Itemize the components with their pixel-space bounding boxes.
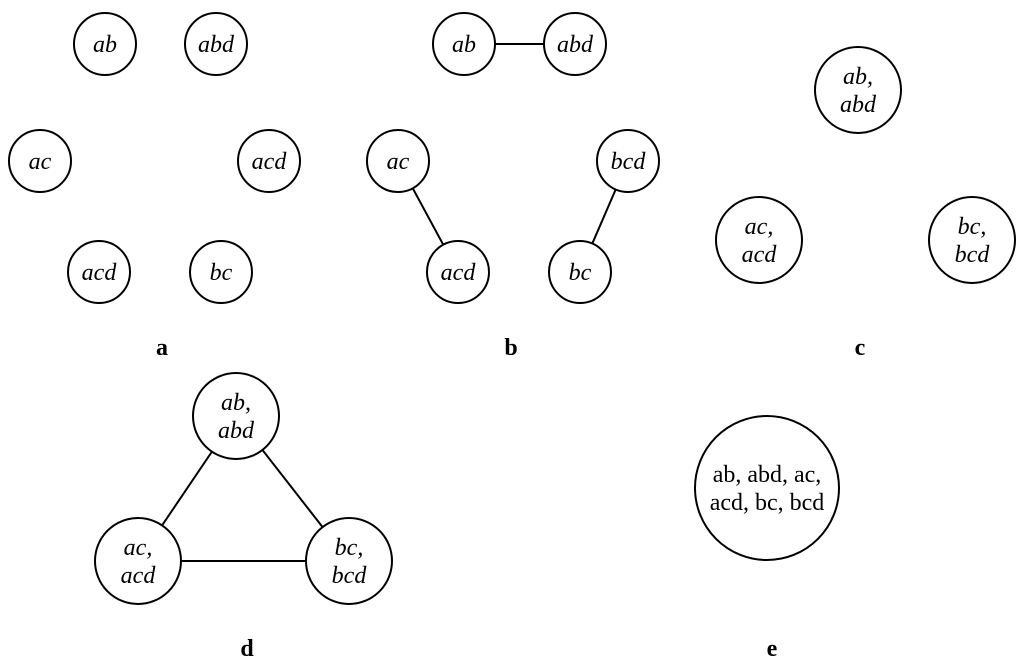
node-all: ab, abd, ac,acd, bc, bcd: [694, 415, 840, 561]
node-label: acd: [441, 260, 477, 286]
node-circle: [237, 129, 301, 193]
node-circle: [184, 12, 248, 76]
node-label: ab: [452, 32, 476, 58]
panel-label: e: [767, 636, 778, 662]
node-label: acd: [742, 242, 778, 268]
node-circle: [928, 196, 1016, 284]
node-circle: [426, 240, 490, 304]
node-ac: ac: [366, 129, 430, 193]
node-bc-bcd: bc,bcd: [928, 196, 1016, 284]
node-ac-acd: ac,acd: [715, 196, 803, 284]
node-label: bcd: [332, 563, 368, 589]
node-label: bc: [210, 260, 233, 286]
node-bc: bc: [548, 240, 612, 304]
node-circle: [8, 129, 72, 193]
node-label: ac: [387, 149, 410, 175]
node-label: bcd: [955, 242, 991, 268]
node-label: bcd: [611, 149, 647, 175]
node-circle: [366, 129, 430, 193]
node-abd: abd: [543, 12, 607, 76]
node-label: ac,: [124, 535, 153, 561]
node-acd: acd: [426, 240, 490, 304]
node-circle: [192, 372, 280, 460]
node-circle: [715, 196, 803, 284]
node-label: ab, abd, ac,: [713, 462, 822, 488]
node-circle: [432, 12, 496, 76]
node-label: bc,: [335, 535, 364, 561]
panel-label: a: [156, 335, 168, 361]
node-label: ab: [93, 32, 117, 58]
panel-label: b: [504, 335, 517, 361]
node-circle: [548, 240, 612, 304]
node-acd: acd: [237, 129, 301, 193]
node-bc-bcd: bc,bcd: [305, 517, 393, 605]
node-label: acd: [82, 260, 118, 286]
node-ab: ab: [73, 12, 137, 76]
node-label: ac,: [745, 214, 774, 240]
node-circle: [814, 46, 902, 134]
node-abd: abd: [184, 12, 248, 76]
node-circle: [694, 415, 840, 561]
node-ab: ab: [432, 12, 496, 76]
node-label: ab,: [843, 64, 873, 90]
node-circle: [73, 12, 137, 76]
node-circle: [596, 129, 660, 193]
node-ab-abd: ab,abd: [814, 46, 902, 134]
node-label: acd: [252, 149, 288, 175]
node-circle: [305, 517, 393, 605]
node-label: bc: [569, 260, 592, 286]
node-label: ac: [29, 149, 52, 175]
node-label: acd, bc, bcd: [710, 490, 825, 516]
node-circle: [543, 12, 607, 76]
node-acd2: acd: [67, 240, 131, 304]
node-bc: bc: [189, 240, 253, 304]
node-label: abd: [218, 418, 255, 444]
node-circle: [67, 240, 131, 304]
node-circle: [189, 240, 253, 304]
node-label: bc,: [958, 214, 987, 240]
node-ac-acd: ac,acd: [94, 517, 182, 605]
node-label: ab,: [221, 390, 251, 416]
panel-b: ab abd ac bcd acd bc b: [366, 12, 660, 361]
panel-label: d: [240, 636, 254, 662]
node-label: abd: [198, 32, 235, 58]
panel-a: ab abd ac acd acd bc a: [8, 12, 301, 361]
node-label: abd: [557, 32, 594, 58]
node-label: acd: [121, 563, 157, 589]
node-ab-abd: ab,abd: [192, 372, 280, 460]
node-label: abd: [840, 92, 877, 118]
node-bcd: bcd: [596, 129, 660, 193]
node-ac: ac: [8, 129, 72, 193]
panel-label: c: [855, 335, 866, 361]
node-circle: [94, 517, 182, 605]
panel-e: ab, abd, ac,acd, bc, bcd e: [694, 415, 840, 662]
